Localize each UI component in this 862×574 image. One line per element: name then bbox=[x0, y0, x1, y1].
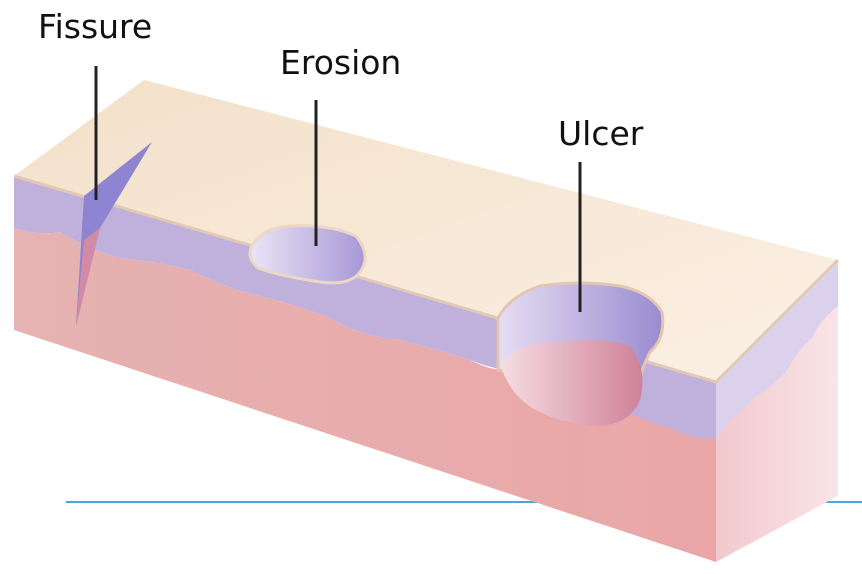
block-right-side-epidermis bbox=[716, 260, 838, 438]
fissure-label: Fissure bbox=[38, 7, 153, 46]
erosion-label: Erosion bbox=[280, 43, 402, 82]
skin-top-edge bbox=[13, 174, 840, 384]
ulcer-pit bbox=[500, 339, 643, 426]
fissure-cut-depth bbox=[76, 228, 100, 326]
ulcer-label: Ulcer bbox=[558, 114, 644, 153]
erosion-lesion bbox=[248, 224, 367, 285]
dermis-front-face bbox=[14, 228, 716, 562]
